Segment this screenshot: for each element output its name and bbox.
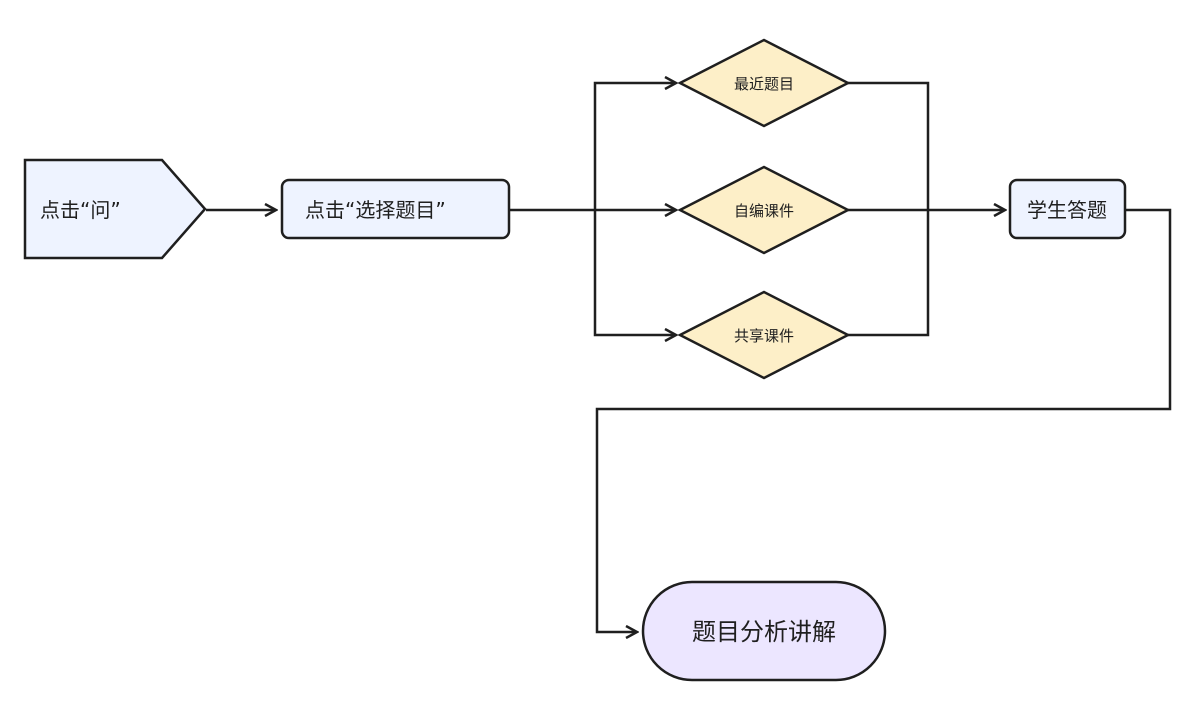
- edge-answer-to-analysis: [595, 208, 1172, 632]
- process-node-click-select: [280, 178, 511, 240]
- edge-split-to-recent: [593, 83, 676, 210]
- decision-node-custom-label: 自编课件: [734, 202, 794, 220]
- process-node-click-select-label: 点击“选择题目”: [305, 198, 446, 222]
- decision-node-shared-courseware: [677, 290, 851, 380]
- decision-node-recent-label: 最近题目: [734, 75, 794, 93]
- start-node-click-ask: [23, 158, 207, 260]
- edge-shared-to-merge: [848, 210, 930, 337]
- edge-recent-to-merge: [848, 81, 930, 210]
- decision-node-custom-courseware: [677, 165, 851, 255]
- terminal-node-question-analysis: [641, 580, 887, 682]
- edge-split-to-shared: [593, 210, 676, 335]
- process-node-student-answer-label: 学生答题: [1027, 198, 1107, 222]
- process-node-student-answer: [1008, 178, 1127, 240]
- decision-node-shared-label: 共享课件: [734, 327, 794, 345]
- start-node-label: 点击“问”: [40, 198, 121, 222]
- terminal-node-question-analysis-label: 题目分析讲解: [692, 618, 836, 646]
- decision-node-recent-questions: [677, 38, 851, 128]
